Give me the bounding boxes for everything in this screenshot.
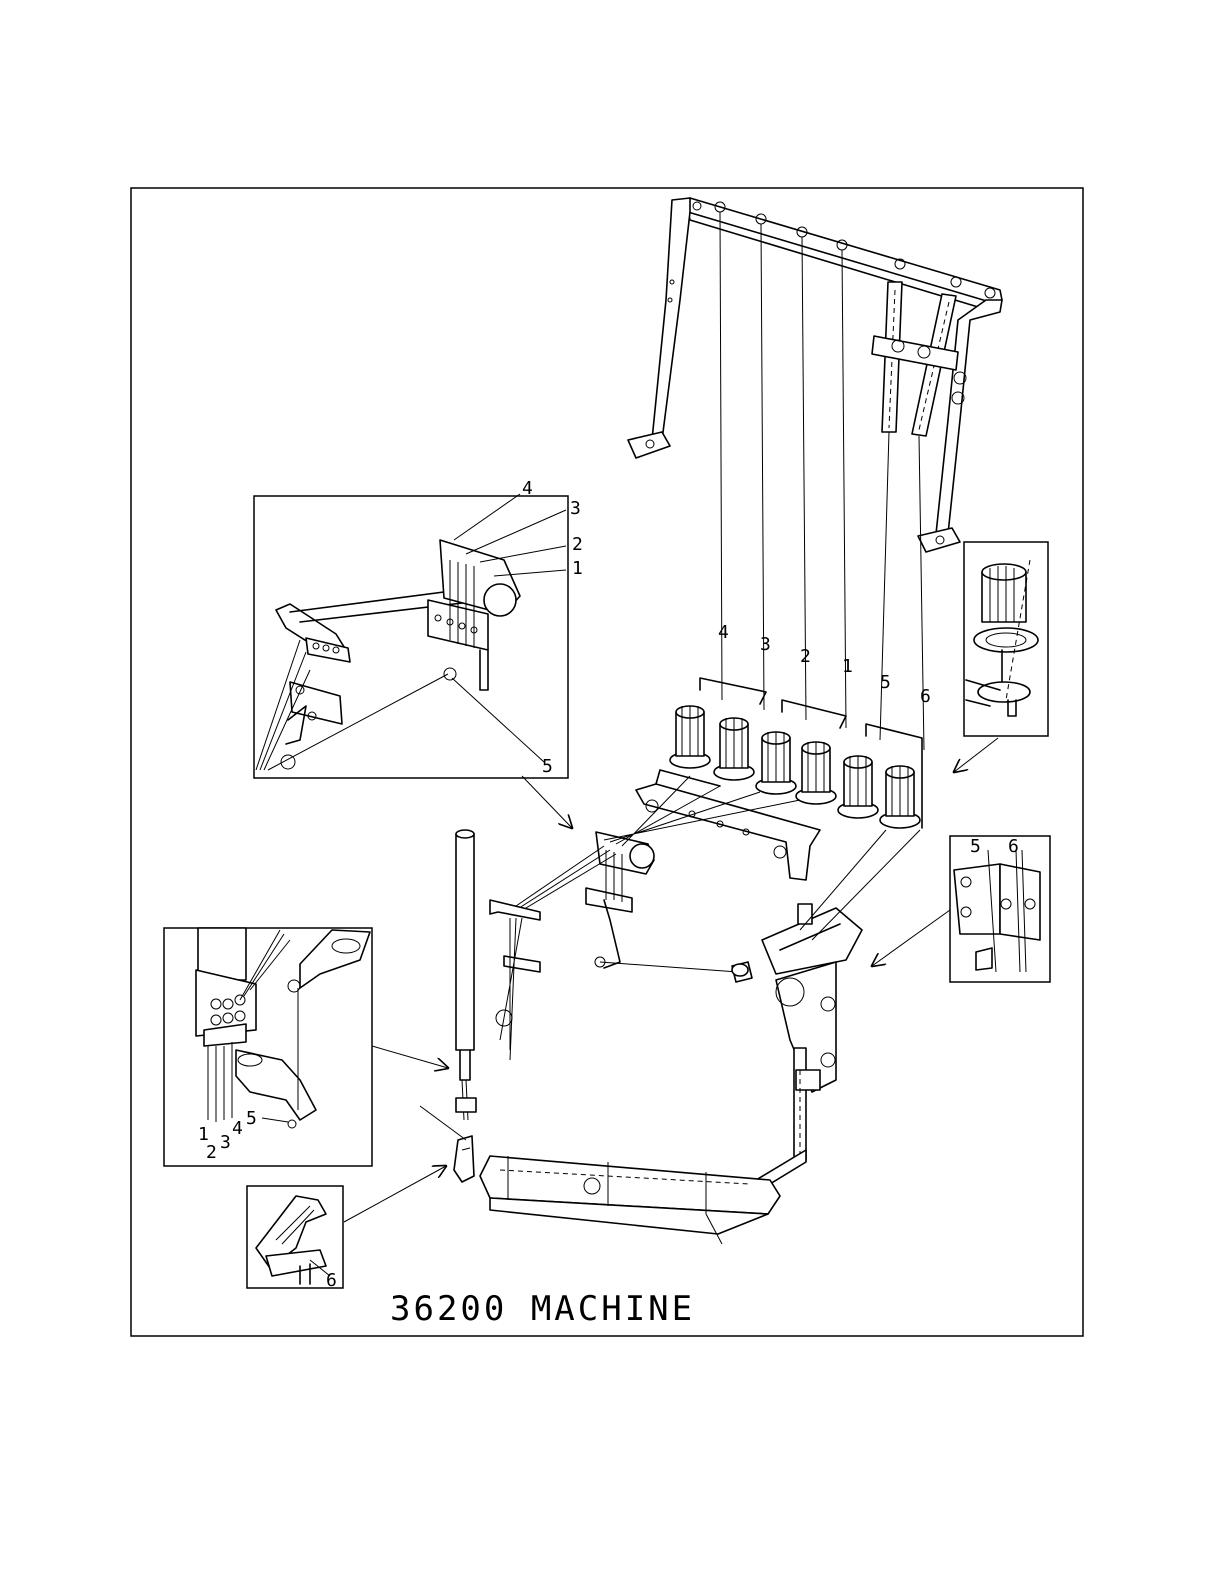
tension-post (756, 732, 796, 794)
inset-tl-label-4: 4 (522, 478, 533, 499)
inset-tl-label-2: 2 (572, 534, 583, 555)
tension-post (838, 756, 878, 818)
post-label-5: 5 (880, 672, 891, 693)
tension-post (670, 706, 710, 768)
inset-tl-label-1: 1 (572, 558, 583, 579)
inset-tl-label-3: 3 (570, 498, 581, 519)
inset-tl-label-5: 5 (542, 756, 553, 777)
needle-bar (456, 830, 512, 1120)
diagram-title: 36200 MACHINE (390, 1289, 695, 1329)
inset-n-label-2: 2 (206, 1142, 217, 1163)
inset-looper: 6 (247, 1186, 343, 1291)
post-label-2: 2 (800, 646, 811, 667)
inset-lp-label-6: 6 (326, 1270, 337, 1291)
tension-post (796, 742, 836, 804)
post-label-4: 4 (718, 622, 729, 643)
post-label-6: 6 (920, 686, 931, 707)
inset-tension-closeup (964, 542, 1048, 736)
tension-assembly (636, 678, 922, 880)
tension-post (880, 766, 920, 828)
inset-n-label-4: 4 (232, 1118, 243, 1139)
machine-bed (480, 1156, 780, 1244)
post-label-1: 1 (842, 656, 853, 677)
inset-n-label-5: 5 (246, 1108, 257, 1129)
inset-rm-label-6: 6 (1008, 836, 1019, 857)
inset-rm-label-5: 5 (970, 836, 981, 857)
inset-needles: 1 2 3 4 5 (164, 928, 372, 1166)
lower-thread-guide (746, 830, 920, 1190)
inset-top-left: 4 3 2 1 5 (254, 478, 583, 778)
tension-post-labels: 4 3 2 1 5 6 (718, 622, 931, 707)
tension-post (714, 718, 754, 780)
inset-n-label-3: 3 (220, 1132, 231, 1153)
inset-right-mid: 5 6 (950, 836, 1050, 982)
thread-stand (628, 198, 1002, 552)
post-label-3: 3 (760, 634, 771, 655)
looper (454, 1136, 474, 1182)
bushing (732, 962, 752, 982)
